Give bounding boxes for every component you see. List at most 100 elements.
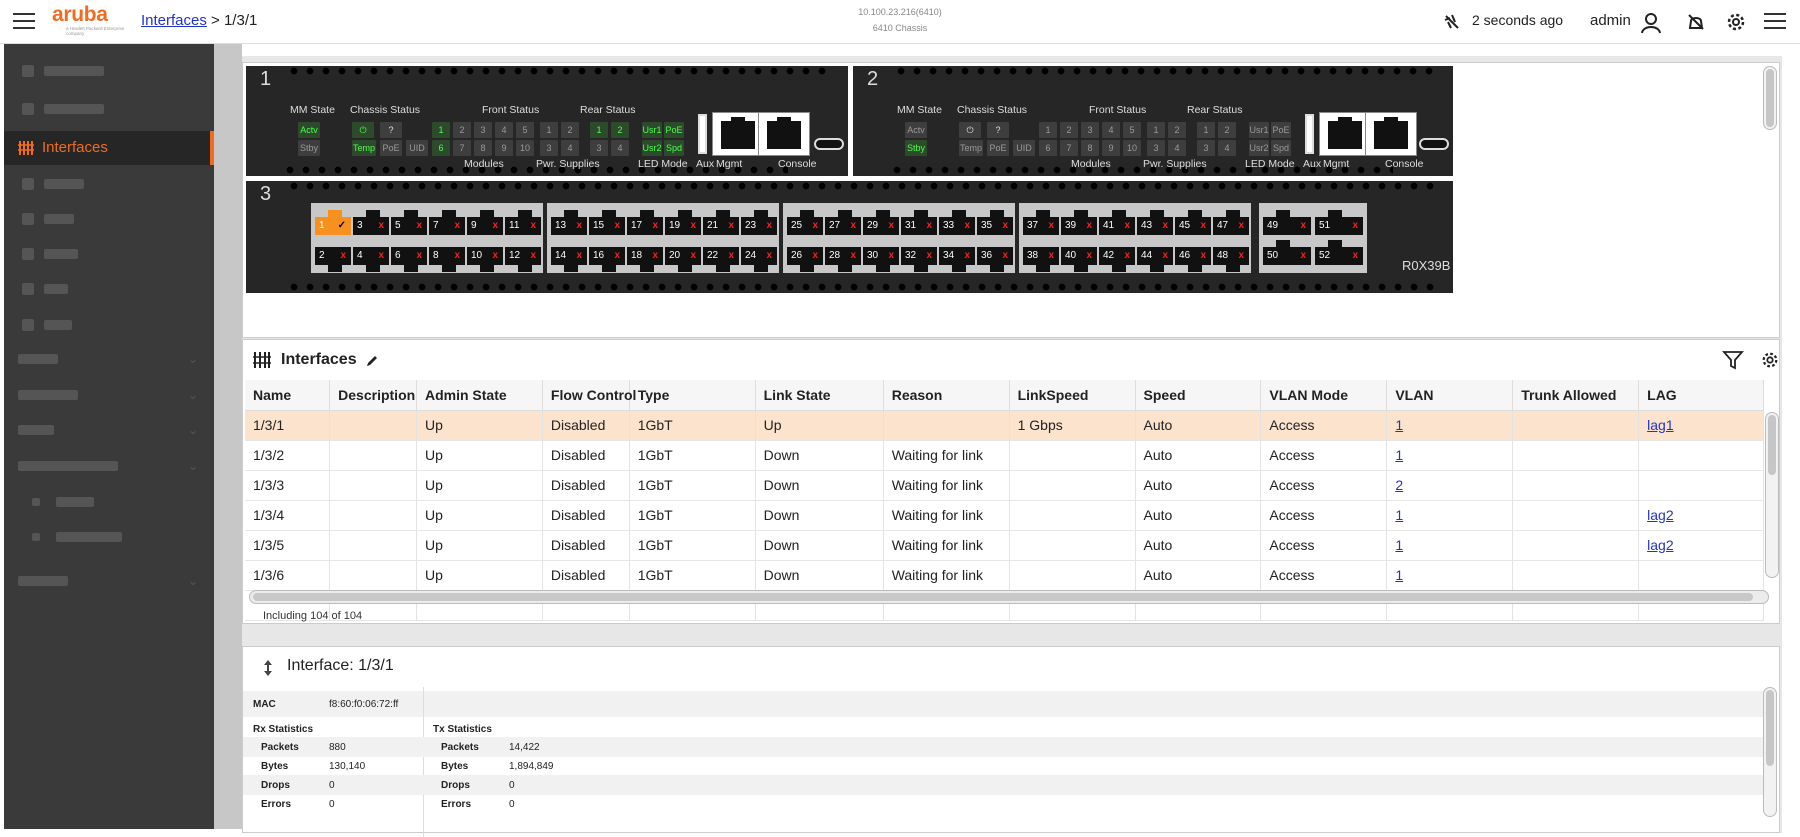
sidebar-item-vlans[interactable] [4, 167, 214, 201]
column-header[interactable]: VLAN [1386, 380, 1514, 411]
mgmt-port[interactable] [712, 112, 764, 156]
column-header[interactable]: Description [329, 380, 417, 411]
table-horizontal-scrollbar[interactable] [249, 590, 1769, 604]
column-header[interactable]: Speed [1135, 380, 1262, 411]
filter-icon[interactable] [1722, 351, 1744, 370]
settings-icon[interactable] [1726, 12, 1746, 32]
sidebar-item-analytics[interactable] [4, 92, 214, 126]
table-settings-icon[interactable] [1761, 351, 1779, 369]
sidebar-item-section-4[interactable]: ⌄ [4, 449, 214, 483]
management-module-1[interactable]: 1 MM State Chassis Status Front Status R… [246, 66, 848, 176]
lag-link[interactable]: lag1 [1647, 417, 1674, 433]
sidebar-item-users[interactable] [4, 237, 214, 271]
sidebar-item-sub-2[interactable] [4, 520, 214, 554]
aruba-logo[interactable]: aruba a Hewlett Packard Enterprise compa… [52, 3, 125, 37]
vlan-link[interactable]: 1 [1395, 507, 1404, 523]
column-header[interactable]: Name [245, 380, 331, 411]
sidebar-item-overview[interactable] [4, 54, 214, 88]
sidebar-item-section-2[interactable]: ⌄ [4, 378, 214, 412]
console-port[interactable] [1365, 112, 1417, 156]
sidebar-item-interfaces[interactable]: Interfaces [4, 131, 214, 165]
edit-icon[interactable] [365, 354, 379, 368]
lag-link[interactable]: lag2 [1647, 507, 1674, 523]
lag-link[interactable]: lag2 [1647, 537, 1674, 553]
column-header[interactable]: VLAN Mode [1260, 380, 1388, 411]
vlan-link[interactable]: 1 [1395, 567, 1404, 583]
breadcrumb-link-interfaces[interactable]: Interfaces [141, 12, 207, 29]
notifications-off-icon[interactable] [1686, 12, 1706, 32]
sidebar-item-lags[interactable] [4, 202, 214, 236]
console-port[interactable] [758, 112, 810, 156]
column-header[interactable]: Admin State [416, 380, 543, 411]
more-menu-icon[interactable] [1764, 13, 1786, 29]
column-header[interactable]: Flow Control [542, 380, 636, 411]
vlan-link[interactable]: 1 [1395, 417, 1404, 433]
sidebar-item-section-5[interactable]: ⌄ [4, 564, 214, 598]
sidebar-item-section-3[interactable]: ⌄ [4, 413, 214, 447]
refresh-paused-icon[interactable] [1442, 12, 1462, 32]
sidebar-item-sub-1[interactable] [4, 485, 214, 519]
detail-scrollbar[interactable] [1763, 687, 1777, 817]
menu-icon[interactable] [13, 13, 35, 29]
column-header[interactable]: LinkSpeed [1009, 380, 1136, 411]
sidebar-item-section-1[interactable]: ⌄ [4, 342, 214, 376]
column-header[interactable]: Type [629, 380, 756, 411]
vlan-link[interactable]: 1 [1395, 447, 1404, 463]
vlan-link[interactable]: 1 [1395, 537, 1404, 553]
table-vertical-scrollbar[interactable] [1765, 412, 1779, 578]
column-header[interactable]: Reason [883, 380, 1010, 411]
mgmt-port[interactable] [1319, 112, 1371, 156]
user-icon[interactable] [1640, 12, 1662, 34]
port-1[interactable]: 1✓ [315, 210, 351, 235]
vlan-link[interactable]: 2 [1395, 477, 1404, 493]
aux-usb-port[interactable] [698, 114, 707, 154]
